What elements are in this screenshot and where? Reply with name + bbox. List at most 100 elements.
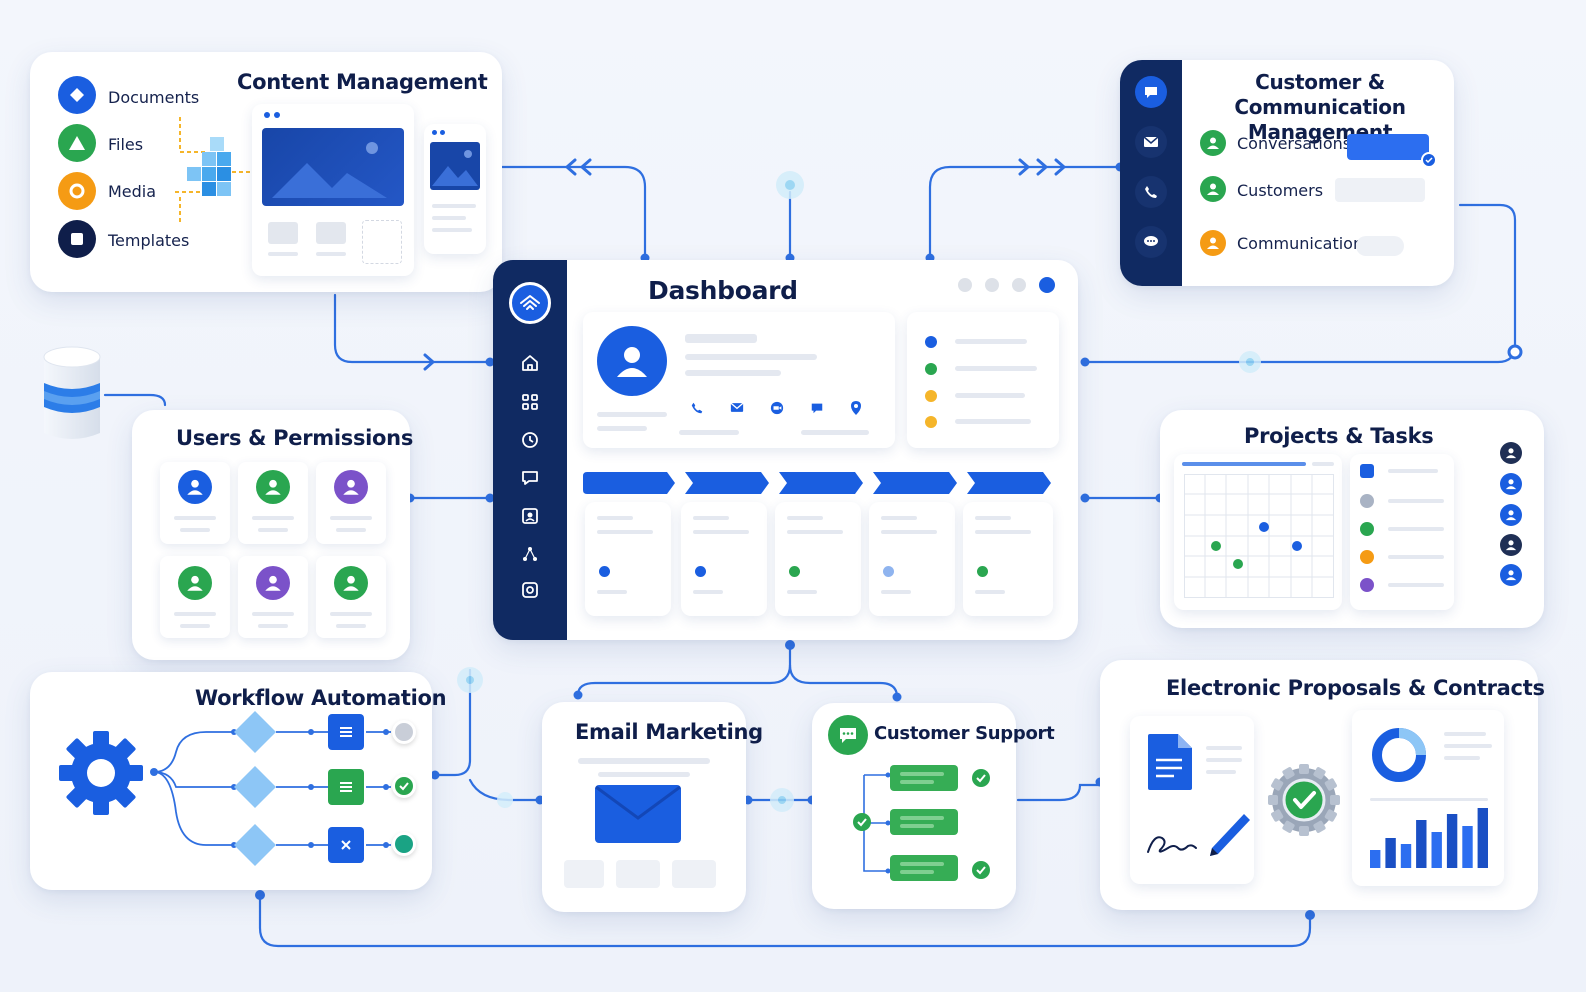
message-icon[interactable] xyxy=(1135,226,1167,258)
window-control[interactable] xyxy=(1012,278,1026,292)
checkbox[interactable] xyxy=(1360,522,1374,536)
user-tile[interactable] xyxy=(316,556,386,638)
comm-item-label: Conversations xyxy=(1237,134,1352,153)
ticket-item[interactable] xyxy=(890,765,958,791)
chart-bar xyxy=(1370,850,1381,868)
chat-icon[interactable] xyxy=(520,468,540,488)
status-success-icon xyxy=(392,774,416,798)
window-control[interactable] xyxy=(985,278,999,292)
content-item-label: Templates xyxy=(108,231,190,250)
customer-support-panel: Customer Support xyxy=(812,703,1055,909)
users-permissions-panel: Users & Permissions xyxy=(132,410,413,660)
stage-column xyxy=(869,502,955,616)
mobile-preview-window xyxy=(424,124,486,254)
action-block[interactable] xyxy=(328,714,364,750)
checkbox[interactable] xyxy=(1360,464,1374,478)
email-marketing-title: Email Marketing xyxy=(575,720,763,744)
chart-bar xyxy=(1431,832,1442,868)
assignee-avatar[interactable] xyxy=(1500,442,1522,464)
contact-icon[interactable] xyxy=(520,506,540,526)
status-dot xyxy=(925,336,937,348)
assignee-avatar[interactable] xyxy=(1500,473,1522,495)
network-icon[interactable] xyxy=(520,544,540,564)
chart-bar xyxy=(1477,808,1488,868)
status-dot xyxy=(925,416,937,428)
progress-bar xyxy=(1182,462,1306,466)
content-management-title: Content Management xyxy=(237,70,488,94)
chart-bar xyxy=(1385,838,1396,868)
checkbox[interactable] xyxy=(1360,550,1374,564)
analytics-card xyxy=(1352,710,1504,886)
app-logo[interactable] xyxy=(509,282,551,324)
ticket-item[interactable] xyxy=(890,855,958,881)
user-tile[interactable] xyxy=(238,556,308,638)
phone-icon[interactable] xyxy=(690,401,704,415)
window-control[interactable] xyxy=(1039,277,1055,293)
mail-icon[interactable] xyxy=(1135,126,1167,158)
ticket-item[interactable] xyxy=(890,809,958,835)
action-block[interactable] xyxy=(328,827,364,863)
email-marketing-panel: Email Marketing xyxy=(542,702,763,912)
chart-bar xyxy=(1416,820,1427,868)
pipeline-stages xyxy=(583,472,1051,494)
circle-icon xyxy=(58,172,96,210)
window-control[interactable] xyxy=(958,278,972,292)
profile-avatar xyxy=(597,326,667,396)
bar-chart xyxy=(1370,808,1488,868)
assignee-avatar[interactable] xyxy=(1500,534,1522,556)
ticket-flow xyxy=(863,772,891,874)
mail-icon[interactable] xyxy=(730,402,744,413)
check-icon xyxy=(853,813,871,831)
grid-icon[interactable] xyxy=(520,392,540,412)
chart-bar xyxy=(1446,814,1458,868)
chart-bar xyxy=(1400,844,1412,868)
location-icon[interactable] xyxy=(850,400,862,416)
calendar-grid xyxy=(1174,454,1342,610)
check-icon xyxy=(1421,152,1437,168)
condition-diamond-icon[interactable] xyxy=(232,764,278,810)
approval-seal-icon xyxy=(1268,764,1340,836)
chat-icon[interactable] xyxy=(1135,76,1167,108)
action-block[interactable] xyxy=(328,769,364,805)
envelope-icon xyxy=(595,785,681,843)
user-avatar-icon xyxy=(1200,130,1226,156)
dashboard-title: Dashboard xyxy=(648,276,798,305)
stage-column xyxy=(585,502,671,616)
gear-icon xyxy=(59,731,143,815)
check-icon xyxy=(972,769,990,787)
user-avatar-icon xyxy=(334,566,368,600)
clock-icon[interactable] xyxy=(520,430,540,450)
user-avatar-icon xyxy=(256,566,290,600)
signature-pen-icon xyxy=(1147,814,1250,856)
document-icon xyxy=(1148,734,1192,790)
assignee-avatar[interactable] xyxy=(1500,564,1522,586)
support-chat-icon xyxy=(828,715,868,755)
user-tile[interactable] xyxy=(238,462,308,544)
comm-item-label: Communication xyxy=(1237,234,1364,253)
condition-diamond-icon[interactable] xyxy=(232,709,278,755)
content-management-panel: Content Management Documents Files Media… xyxy=(30,52,502,292)
home-icon[interactable] xyxy=(520,353,540,373)
dashboard-panel: Dashboard xyxy=(493,260,1078,640)
customer-support-title: Customer Support xyxy=(874,723,1055,744)
condition-diamond-icon[interactable] xyxy=(232,822,278,868)
phone-icon[interactable] xyxy=(1135,176,1167,208)
user-tile[interactable] xyxy=(160,556,230,638)
checkbox[interactable] xyxy=(1360,494,1374,508)
image-placeholder-icon xyxy=(430,142,480,190)
checkbox[interactable] xyxy=(1360,578,1374,592)
user-tile[interactable] xyxy=(316,462,386,544)
task-checklist xyxy=(1350,454,1454,610)
video-icon[interactable] xyxy=(770,401,784,415)
chart-bar xyxy=(1462,826,1473,868)
user-tile[interactable] xyxy=(160,462,230,544)
assignee-avatar[interactable] xyxy=(1500,504,1522,526)
workflow-automation-title: Workflow Automation xyxy=(195,686,447,710)
content-item-label: Files xyxy=(108,135,144,154)
workflow-connectors xyxy=(150,729,391,848)
chat-icon[interactable] xyxy=(810,401,824,415)
settings-icon[interactable] xyxy=(520,580,540,600)
image-placeholder-icon xyxy=(262,128,404,206)
user-avatar-icon xyxy=(256,470,290,504)
donut-chart-icon xyxy=(1372,728,1426,782)
